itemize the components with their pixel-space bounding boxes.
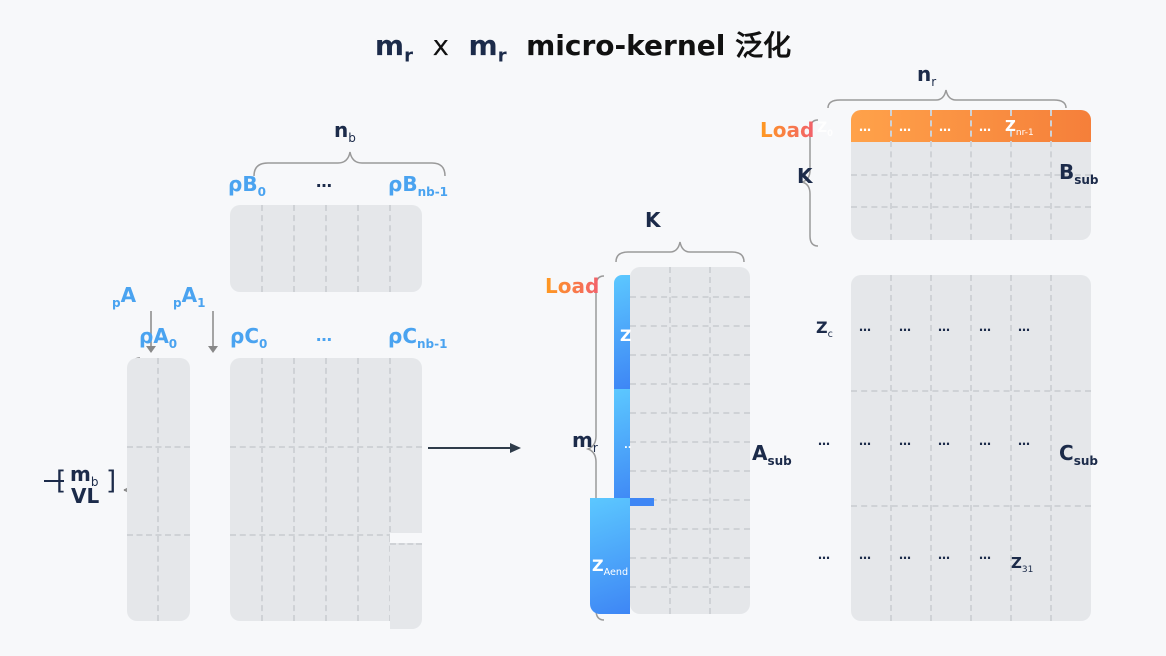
c-cell: …	[818, 548, 830, 562]
pc-matrix-gap	[390, 533, 423, 543]
c-cell: …	[938, 548, 950, 562]
nr-label: nr	[917, 62, 937, 89]
b-cell: …	[979, 120, 991, 134]
k-label-mid: K	[645, 208, 661, 232]
diagram-title: mr x mr micro-kernel 泛化	[0, 24, 1166, 67]
pb0-label: ρB0	[228, 172, 266, 199]
c-cell: …	[859, 548, 871, 562]
c-cell: …	[899, 434, 911, 448]
b-cell: …	[899, 120, 911, 134]
z-mid-label: ..	[624, 440, 632, 451]
k-brace-right	[801, 119, 819, 247]
bsub-matrix: … … … … Znr-1	[851, 110, 1091, 240]
csub-matrix	[851, 275, 1091, 621]
c-cell: …	[979, 548, 991, 562]
z31-label: Z31	[1011, 554, 1034, 575]
k-brace-mid	[615, 241, 745, 263]
z-register-end	[590, 498, 630, 614]
csub-label: Csub	[1059, 441, 1098, 468]
z-register-tab	[614, 498, 654, 506]
c-cell: …	[899, 548, 911, 562]
pc-ellipsis: …	[316, 326, 332, 345]
pa-matrix	[127, 358, 190, 621]
z-end-label: ZAend	[592, 556, 629, 579]
mr-label: mr	[572, 428, 598, 455]
nb-label: nb	[334, 118, 356, 145]
c-cell: …	[818, 434, 830, 448]
c-cell: …	[1018, 320, 1030, 334]
pc-matrix-tail	[390, 543, 422, 629]
c-cell: …	[1018, 434, 1030, 448]
pb-matrix	[230, 205, 422, 292]
pa-label: pA	[112, 283, 137, 310]
z0-label: Z0	[817, 120, 833, 138]
z-register-mid	[614, 389, 630, 506]
title-mr-1: mr	[374, 29, 413, 67]
z-register-top	[614, 275, 630, 389]
asub-label: Asub	[752, 441, 792, 468]
title-x: x	[432, 29, 450, 62]
c-cell: …	[979, 434, 991, 448]
pbn-label: ρBnb-1	[388, 172, 449, 199]
load-label-right: Load	[760, 118, 815, 142]
c-cell: …	[979, 320, 991, 334]
title-text: micro-kernel 泛化	[526, 29, 792, 62]
title-mr-2: mr	[468, 29, 507, 67]
c-cell: …	[938, 434, 950, 448]
zc-label: Zc	[816, 318, 833, 341]
c-cell: …	[859, 434, 871, 448]
pa1-label: pA1	[173, 283, 206, 310]
b-cell: …	[859, 120, 871, 134]
pa0-label: ρA0	[139, 324, 178, 351]
mr-brace	[585, 275, 605, 621]
pb-ellipsis: …	[316, 172, 332, 191]
znr-label: Znr-1	[1005, 117, 1034, 138]
pc0-label: ρC0	[230, 324, 268, 351]
c-cell: …	[859, 320, 871, 334]
nr-brace	[827, 89, 1067, 109]
bsub-label: Bsub	[1059, 160, 1099, 187]
c-cell: …	[938, 320, 950, 334]
b-cell: …	[939, 120, 951, 134]
nb-brace	[253, 151, 446, 177]
c-cell: …	[899, 320, 911, 334]
asub-matrix	[630, 267, 750, 614]
pcn-label: ρCnb-1	[388, 324, 448, 351]
z-top-label: Z	[620, 326, 632, 345]
load-label-mid: Load	[545, 274, 600, 298]
k-label-right: K	[797, 164, 813, 188]
